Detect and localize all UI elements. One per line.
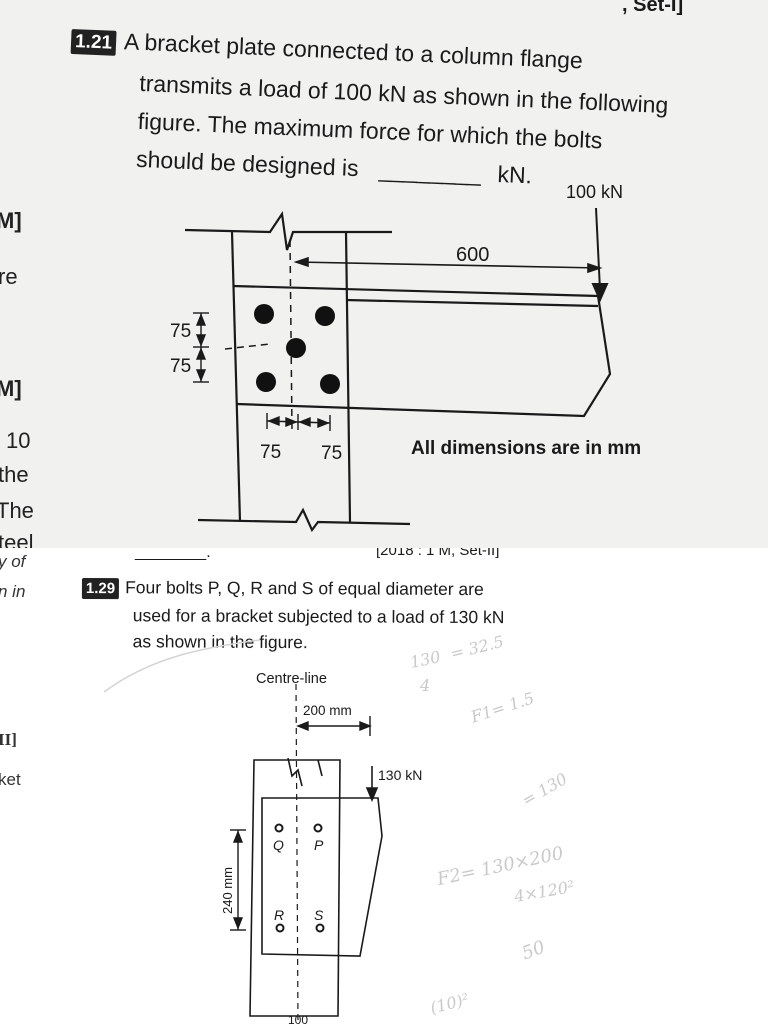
bolt: [315, 306, 335, 326]
dimension-arrowhead: [587, 262, 603, 274]
offset-label: 200 mm: [303, 703, 352, 718]
centre-line-label: Centre-line: [256, 671, 327, 687]
bracket-plate-outline: [232, 284, 612, 418]
bolt-r: [275, 923, 285, 933]
header-fragment: , Set-I]: [622, 0, 684, 16]
margin-text: M]: [0, 208, 22, 233]
dimension-arrowhead: [195, 369, 207, 382]
column-top-break-line: [184, 210, 392, 251]
dimension-arrowhead: [232, 917, 244, 930]
bolt: [286, 338, 306, 358]
centre-line: [295, 683, 299, 1024]
dimension-arrowhead: [267, 415, 280, 427]
dimension-arrowhead: [298, 416, 311, 428]
margin-text: n in: [0, 582, 26, 601]
column-bottom-break-line: [197, 507, 411, 533]
column-right-edge: [344, 231, 352, 523]
column-centre-line: [289, 239, 293, 431]
bottom-dimension-label: 100: [288, 1013, 308, 1024]
horizontal-dim-label: 75: [321, 443, 342, 464]
bolt-label-p: P: [314, 837, 324, 853]
load-label: 130 kN: [378, 767, 422, 783]
dimension-arrowhead: [296, 720, 309, 732]
load-arrow-shaft: [595, 207, 601, 291]
load-arrowhead: [365, 787, 379, 803]
margin-text: The: [0, 498, 34, 523]
margin-text: 10: [6, 428, 31, 453]
bracket-figure-1-21: 600 100 kN 75 75: [170, 182, 641, 533]
eccentricity-dimension-line: [295, 261, 601, 269]
height-label: 240 mm: [220, 867, 235, 914]
pencil-mark: [103, 639, 261, 693]
column-break-line: [317, 759, 323, 777]
dimensions-note: All dimensions are in mm: [411, 438, 641, 459]
column-break-line: [287, 757, 303, 787]
bracket-figure-1-29: Centre-line 200 mm 130 kN: [103, 639, 422, 1024]
margin-text: teel: [0, 530, 34, 548]
bracket-plate-outline: [261, 797, 383, 957]
bracket-plate-inner-edge: [345, 298, 599, 308]
vertical-dim-label: 75: [170, 321, 191, 342]
dimension-arrowhead: [195, 313, 207, 326]
dimension-arrowhead: [232, 830, 244, 843]
previous-question-reference: [2018 : 1 M, Set-II]: [376, 548, 500, 559]
bolt-label-s: S: [314, 907, 324, 923]
eccentricity-label: 600: [456, 244, 489, 266]
dimension-arrowhead: [359, 720, 372, 732]
margin-text: II]: [0, 730, 17, 749]
dimension-arrowhead: [195, 334, 207, 347]
bolt: [320, 374, 340, 394]
handwritten-note: 4: [420, 676, 431, 695]
bolt-q: [274, 823, 284, 833]
margin-text: y of: [0, 552, 26, 571]
bolt-p: [313, 823, 323, 833]
column-left-edge: [230, 231, 242, 523]
bolt-label-r: R: [274, 907, 284, 923]
bolt-s: [315, 923, 325, 933]
dimension-arrowhead: [317, 417, 330, 429]
horizontal-dim-label: 75: [260, 442, 281, 463]
vertical-dim-label: 75: [170, 356, 191, 377]
margin-text: re: [0, 264, 18, 289]
load-label: 100 kN: [566, 182, 623, 202]
bolt-label-q: Q: [273, 837, 284, 853]
previous-answer-blank: ________.: [135, 548, 211, 561]
bolt-group-centre-line: [224, 343, 271, 350]
bolt: [256, 372, 276, 392]
margin-text: the: [0, 462, 29, 487]
dimension-arrowhead: [195, 347, 207, 360]
margin-text: ket: [0, 770, 21, 789]
bottom-textbook-page: y of n in II] ket ________. [2018 : 1 M,…: [0, 548, 768, 1024]
load-arrowhead: [591, 283, 609, 303]
bolt: [254, 304, 274, 324]
margin-text: M]: [0, 376, 22, 401]
column-outline: [249, 759, 341, 1017]
dimension-arrowhead: [293, 256, 309, 268]
dimension-arrowhead: [285, 416, 298, 428]
